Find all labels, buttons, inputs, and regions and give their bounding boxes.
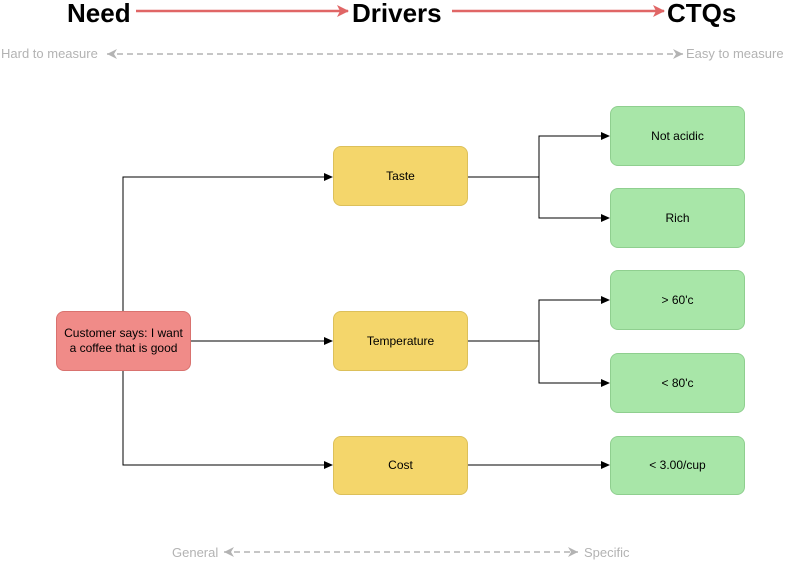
ctq-node-label: Rich (665, 210, 690, 225)
ctq-node-label: Not acidic (651, 128, 704, 143)
temperature-to-below-80-connector (468, 340, 610, 387)
specific-label: Specific (584, 545, 630, 560)
heading-ctqs: CTQs (667, 0, 737, 28)
ctq-node-label: < 80'c (661, 375, 694, 390)
driver-node-temperature: Temperature (333, 311, 468, 371)
driver-node-taste: Taste (333, 146, 468, 206)
ctq-node-cost-per-cup: < 3.00/cup (610, 436, 745, 495)
taste-to-rich-connector (468, 176, 610, 222)
need-to-cost-connector (122, 371, 333, 469)
need-to-taste-connector (122, 173, 333, 311)
need-node-label: Customer says: I want a coffee that is g… (64, 326, 183, 355)
heading-drivers: Drivers (352, 0, 442, 28)
heading-need: Need (67, 0, 131, 28)
ctq-node-not-acidic: Not acidic (610, 106, 745, 166)
ctq-node-label: < 3.00/cup (649, 458, 706, 472)
hard-to-measure-label: Hard to measure (1, 46, 98, 61)
driver-node-label: Taste (386, 168, 415, 183)
easy-to-measure-label: Easy to measure (686, 46, 784, 61)
driver-node-label: Temperature (366, 333, 435, 348)
ctq-node-above-60c: > 60'c (610, 270, 745, 330)
ctq-node-label: > 60'c (661, 292, 694, 307)
general-label: General (172, 545, 219, 560)
driver-node-label: Cost (388, 458, 413, 472)
need-node: Customer says: I want a coffee that is g… (56, 311, 191, 371)
ctq-node-rich: Rich (610, 188, 745, 248)
taste-to-not-acidic-connector (468, 132, 610, 178)
driver-node-cost: Cost (333, 436, 468, 495)
temperature-to-above-60-connector (468, 296, 610, 342)
ctq-node-below-80c: < 80'c (610, 353, 745, 413)
